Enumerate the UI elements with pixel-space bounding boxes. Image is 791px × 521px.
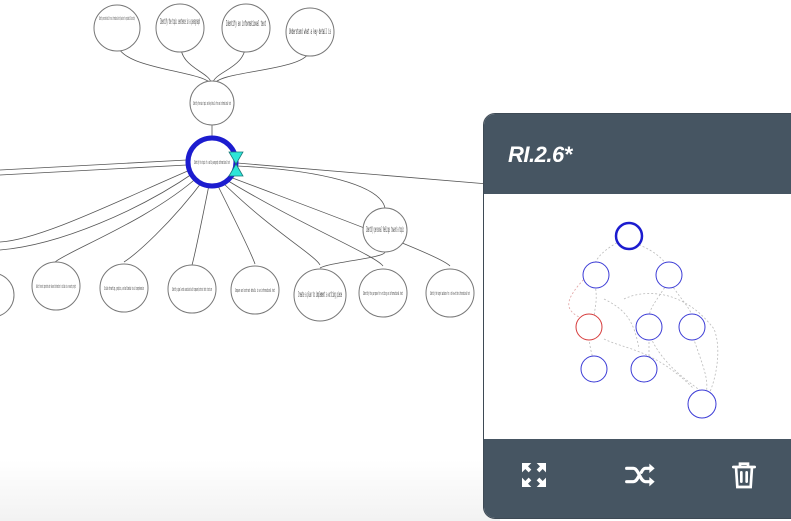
graph-node[interactable]: Identify personal feelings toward a topi… xyxy=(362,207,408,253)
minimap-node[interactable] xyxy=(655,261,683,289)
node-label: Include formatting, graphics, and multim… xyxy=(104,286,144,292)
expand-button[interactable] xyxy=(518,459,550,491)
graph-node[interactable] xyxy=(0,273,15,317)
shuffle-icon xyxy=(625,463,655,487)
node-label: Identify the target audience for a to-be… xyxy=(430,291,470,297)
node-label: Identify concrete details for an informa… xyxy=(99,16,135,22)
node-label: Identify signal words associated with co… xyxy=(172,287,212,293)
panel-title: RI.2.6* xyxy=(508,142,572,167)
minimap-node[interactable] xyxy=(678,313,706,341)
graph-node[interactable]: Identify the topic sentence in a paragra… xyxy=(155,3,205,53)
hourglass-marker-icon[interactable] xyxy=(228,151,244,177)
node-label: Create a plan to implement a writing pie… xyxy=(298,290,342,299)
shuffle-button[interactable] xyxy=(624,459,656,491)
node-detail-panel: RI.2.6* xyxy=(483,113,791,519)
selected-graph-node[interactable]: Identify the topic of a multi-paragraph … xyxy=(185,135,239,189)
panel-header: RI.2.6* xyxy=(484,114,791,194)
minimap-node[interactable] xyxy=(582,261,610,289)
graph-edges xyxy=(0,41,501,269)
node-label: Compare and contrast details in an infor… xyxy=(235,288,275,294)
graph-node[interactable]: Understand what a key detail is xyxy=(285,7,335,57)
graph-node[interactable]: Select the most important and relevant i… xyxy=(31,261,81,311)
node-label: Understand what a key detail is xyxy=(289,27,331,36)
expand-icon xyxy=(522,463,546,487)
node-label: Identify the topic of a multi-paragraph … xyxy=(194,160,230,166)
node-label: Select the most important and relevant i… xyxy=(36,284,76,290)
minimap-node[interactable] xyxy=(635,313,663,341)
node-label: Identify an informational text xyxy=(226,19,266,28)
graph-node[interactable]: Identify the main topic and key details … xyxy=(189,80,235,126)
minimap-node[interactable] xyxy=(575,313,603,341)
graph-node[interactable]: Identify concrete details for an informa… xyxy=(93,4,141,52)
trash-icon xyxy=(732,462,756,489)
node-label: Identify the topic sentence in a paragra… xyxy=(160,17,200,26)
minimap-node[interactable] xyxy=(687,389,717,419)
minimap-node[interactable] xyxy=(630,355,658,383)
graph-node[interactable]: Identify the target audience for a to-be… xyxy=(425,268,475,318)
delete-button[interactable] xyxy=(728,459,760,491)
node-label: Identify personal feelings toward a topi… xyxy=(366,225,404,234)
graph-node[interactable]: Include formatting, graphics, and multim… xyxy=(99,263,149,313)
minimap-node[interactable] xyxy=(580,355,608,383)
node-label: Identify the main topic and key details … xyxy=(193,101,231,107)
minimap-selected-node[interactable] xyxy=(614,221,644,251)
graph-node[interactable]: Compare and contrast details in an infor… xyxy=(230,265,280,315)
canvas-bottom-shade xyxy=(0,460,500,521)
panel-toolbar xyxy=(484,439,791,518)
node-label: Identify the purpose for writing an info… xyxy=(363,291,403,297)
graph-node[interactable]: Create a plan to implement a writing pie… xyxy=(293,268,347,322)
graph-node[interactable]: Identify signal words associated with co… xyxy=(167,264,217,314)
graph-node[interactable]: Identify the purpose for writing an info… xyxy=(358,268,408,318)
minimap[interactable] xyxy=(544,209,744,429)
graph-node[interactable]: Identify an informational text xyxy=(221,3,271,53)
